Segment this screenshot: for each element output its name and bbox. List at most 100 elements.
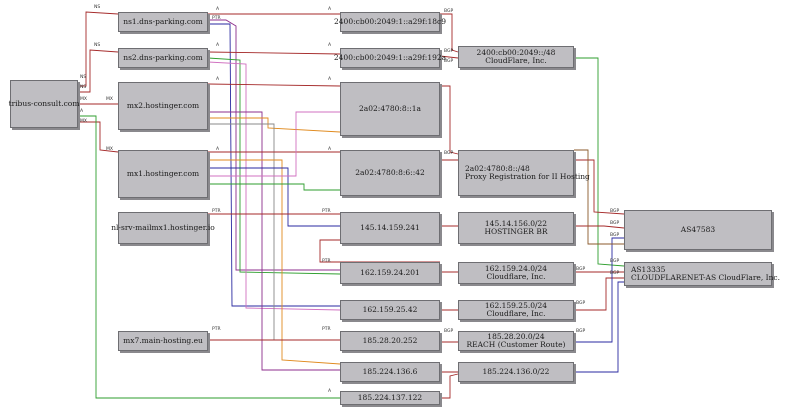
link-mx1-ip4e [208,159,341,365]
edge-label-ptr-5: PTR [322,259,331,264]
edge-label-ptr-4: PTR [322,209,331,214]
edge-label-ns-out1: NS [80,75,87,80]
node-prefix-162-159-25[interactable]: 162.159.25.0/24 Cloudflare, Inc. [458,300,574,320]
edge-label-bgp-7: BGP [576,301,586,306]
link-ns2-ip4b [207,57,341,275]
link-mx2-ip6c-b [208,117,341,133]
prefix-cidr: 185.28.20.0/24 [487,331,545,341]
edge-label-bgp-9: BGP [610,209,620,214]
node-prefix-185-224-136[interactable]: 185.224.136.0/22 [458,362,574,382]
as-owner: CLOUDFLARENET-AS CloudFlare, Inc. [631,273,780,282]
prefix-owner: REACH (Customer Route) [466,340,566,349]
edge-label-mx-out2: MX [80,119,87,124]
node-as13335[interactable]: AS13335 CLOUDFLARENET-AS CloudFlare, Inc… [624,262,780,286]
node-ip6-a29f-192a[interactable]: 2400:cb00:2049:1::a29f:192a [334,48,446,68]
edge-label-bgp-12: BGP [610,259,620,264]
edge-label-a-7: A [216,147,220,152]
edge-label-mx1: MX [106,147,113,152]
node-prefix-145-14-156[interactable]: 145.14.156.0/22 HOSTINGER BR [458,212,574,244]
edge-label-ns-out2: NS [80,85,87,90]
link-pfx6-as1 [574,237,624,343]
edge-label-a-1: A [216,7,220,12]
node-prefix-2a02-4780[interactable]: 2a02:4780:8::/48 Proxy Registration for … [458,150,590,196]
node-ns1[interactable]: ns1.dns-parking.com [118,12,208,32]
link-mx2-ip6c [207,83,341,87]
link-mx1-ip6d [208,183,340,191]
edge-label-bgp-6: BGP [576,267,586,272]
edge-label-bgp-8: BGP [576,329,586,334]
edge-label-a-4: A [216,43,220,48]
link-mx1-ip6c [208,111,340,177]
node-ip4-185-28-20-252[interactable]: 185.28.20.252 [340,331,440,351]
link-pfx2-as1 [574,159,625,215]
node-nl-srv[interactable]: nl-srv-mailmx1.hostinger.io [111,212,215,244]
link-ns2-ip6b [207,51,341,55]
link-mx1-ip4a [208,167,340,227]
edge-label-a-5: A [216,77,220,82]
prefix-cidr: 2a02:4780:8::/48 [465,163,530,173]
node-tribus-consult[interactable]: tribus-consult.com [9,80,79,128]
edge-label-bgp-13: BGP [610,271,620,276]
link-pfx7-as2 [574,281,624,373]
node-prefix-185-28-20[interactable]: 185.28.20.0/24 REACH (Customer Route) [458,331,574,351]
edge-label-bgp-11: BGP [610,233,620,238]
link-mx2-ip4d [208,123,340,341]
prefix-cidr: 145.14.156.0/22 [484,218,548,228]
node-prefix-162-159-24[interactable]: 162.159.24.0/24 Cloudflare, Inc. [458,262,574,284]
edge-label-bgp-4: BGP [444,151,454,156]
link-pfx1-as2 [574,57,625,267]
node-ip6-2a02-42[interactable]: 2a02:4780:8:6::42 [340,150,440,196]
node-mx2[interactable]: mx2.hostinger.com [118,82,208,130]
edge-label-ns1: NS [94,5,101,10]
link-ns1-ip4c [208,23,340,307]
edge-label-a-out: A [80,109,84,114]
link-pfx5-as2 [574,277,624,311]
edge-label-mx2: MX [106,97,113,102]
link-ns1 [78,11,119,87]
link-ip6c-pfx2 [440,85,459,155]
node-ip4-185-224-136-6[interactable]: 185.224.136.6 [340,362,440,382]
edge-label-bgp-2: BGP [444,49,454,54]
link-ns2-ip4c [207,61,341,311]
link-ns2 [78,49,119,93]
node-ip4-162-159-25-42[interactable]: 162.159.25.42 [340,300,440,320]
node-ip4-162-159-24-201[interactable]: 162.159.24.201 [340,262,440,284]
prefix-owner: Cloudflare, Inc. [486,309,546,318]
edge-label-ptr-3: PTR [212,327,221,332]
node-ip4-145-14-159-241[interactable]: 145.14.159.241 [340,212,440,244]
node-ip6-2a02-1a[interactable]: 2a02:4780:8::1a [340,82,440,136]
edge-label-bgp-1: BGP [444,9,454,14]
link-pfx3-as1 [574,225,625,229]
link-ip6b-pfx1 [439,55,459,59]
node-mx7[interactable]: mx7.main-hosting.eu [118,331,208,351]
node-ip4-185-224-137-122[interactable]: 185.224.137.122 [340,391,440,405]
node-as47583[interactable]: AS47583 [624,210,772,250]
node-prefix-2400-cb00[interactable]: 2400:cb00:2049::/48 CloudFlare, Inc. [458,46,574,68]
prefix-cidr: 162.159.25.0/24 [484,300,548,310]
link-ip6a-pfx1 [440,13,459,53]
edge-label-a-3: A [328,43,332,48]
link-ns1-ip4b [208,19,340,271]
prefix-owner: Proxy Registration for II Hosting [465,172,590,181]
edge-label-mx-out1: MX [80,97,87,102]
edge-label-bgp-5: BGP [444,329,454,334]
link-pfx2-as1-b [574,149,624,245]
edge-label-ptr-6: PTR [322,327,331,332]
link-a-137-122 [78,115,340,399]
edge-label-bgp-3: BGP [444,59,454,64]
edge-label-a-8: A [328,147,332,152]
node-mx1[interactable]: mx1.hostinger.com [118,150,208,198]
prefix-owner: Cloudflare, Inc. [486,272,546,281]
node-ns2[interactable]: ns2.dns-parking.com [118,48,208,68]
edge-label-a-6: A [328,77,332,82]
link-ip4f-pfx7 [440,373,459,399]
node-ip6-a29f-18c9[interactable]: 2400:cb00:2049:1::a29f:18c9 [334,12,446,32]
edge-label-ptr-1: PTR [212,16,221,21]
edge-label-ptr-2: PTR [212,209,221,214]
prefix-owner: CloudFlare, Inc. [485,56,547,65]
edge-label-a-9: A [328,389,332,394]
link-mx2-ip4e [208,111,340,371]
prefix-cidr: 162.159.24.0/24 [484,263,548,273]
